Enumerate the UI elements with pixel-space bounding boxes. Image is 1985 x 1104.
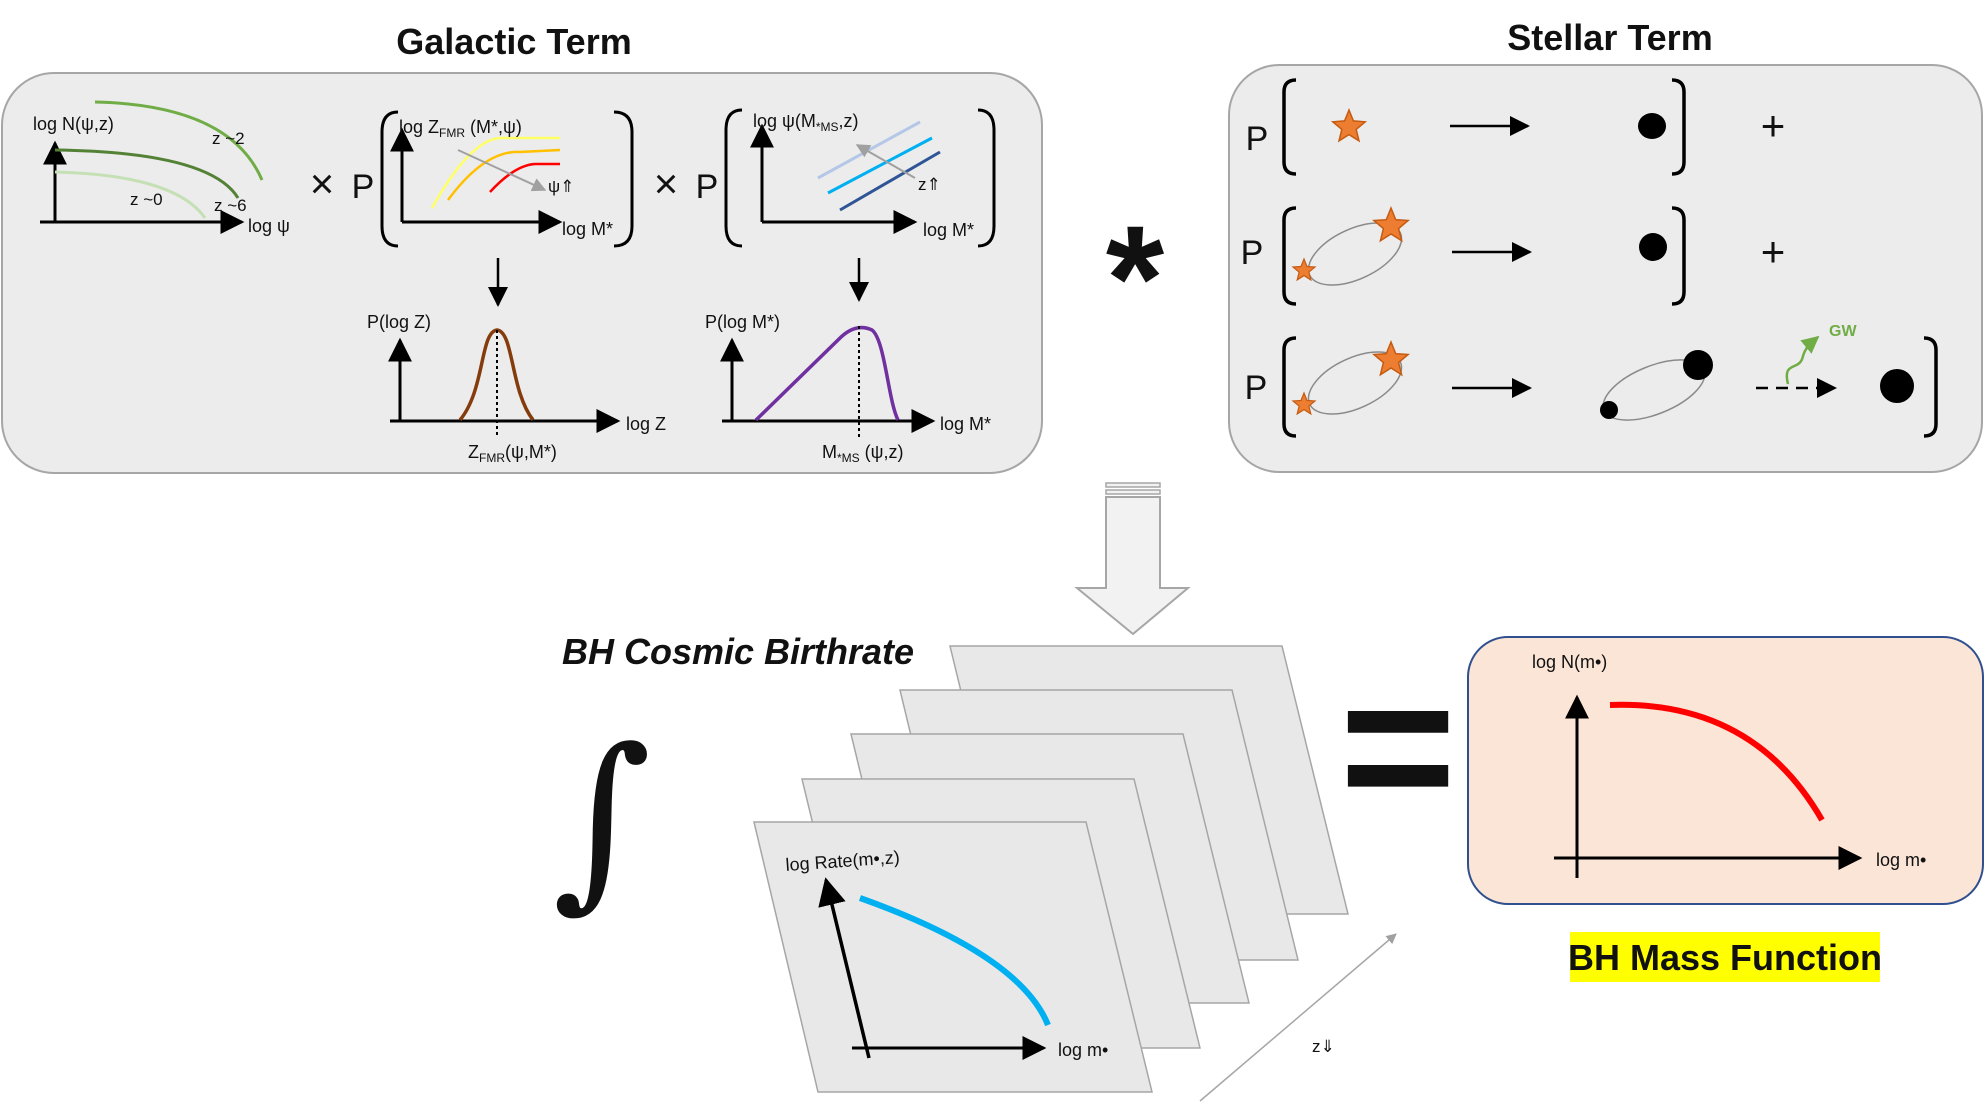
birthrate-curve: [858, 895, 1051, 1027]
times-operator-2: ×: [654, 160, 679, 207]
redshift-axis-arrow: [1199, 933, 1397, 1102]
ms-z-arrow-label: z⇑: [918, 175, 941, 194]
ms-xlabel: log M*: [923, 220, 974, 240]
bbh-primary-icon: [1683, 350, 1713, 380]
flow-down-arrow: [1074, 482, 1191, 636]
fmr-ylabel: log ZFMR (M*,ψ): [399, 117, 522, 140]
curve-z6: [54, 148, 240, 199]
stellar-row-3-p: P: [1245, 369, 1268, 407]
redshift-slice-1: [753, 821, 1153, 1093]
birthrate-title: BH Cosmic Birthrate: [562, 631, 914, 672]
mass-function-title-highlight: [1570, 932, 1880, 982]
pm-peak-label: M*MS (ψ,z): [822, 442, 904, 465]
mass-function-curve: [1609, 701, 1825, 822]
stellar-row-1-p: P: [1246, 120, 1269, 158]
pz-peak-label: ZFMR(ψ,M*): [468, 442, 557, 465]
gw-label: GW: [1829, 323, 1857, 340]
fmr-curve-1: [430, 136, 560, 209]
stellar-term-panel: [1228, 64, 1983, 473]
galactic-term-title: Galactic Term: [396, 21, 631, 62]
fmr-bracket-right: [613, 110, 634, 248]
mass-function-ylabel: log N(m•): [1532, 652, 1607, 672]
stellar-row-2-p: P: [1241, 234, 1264, 272]
fmr-curve-3: [489, 162, 560, 193]
pz-ylabel: P(log Z): [367, 312, 431, 332]
curve-z2: [94, 100, 264, 181]
pm-curve: [754, 325, 900, 422]
merged-black-hole-icon: [1639, 233, 1667, 261]
mass-function-panel: [1467, 636, 1984, 905]
stellar-term-title: Stellar Term: [1507, 17, 1712, 58]
galactic-term-panel: [1, 72, 1043, 474]
gravitational-wave-icon: [1785, 335, 1820, 385]
pz-xlabel: log Z: [626, 414, 666, 434]
stellar-row-bbh-gw: P GW: [1245, 323, 1938, 438]
gsmf-z2-label: z ~2: [212, 129, 245, 148]
fmr-psi-arrow-label: ψ⇑: [548, 177, 574, 196]
mass-function-plot: log N(m•) log m•: [1532, 652, 1926, 878]
binary-star-small-icon: [1291, 257, 1317, 282]
pm-ylabel: P(log M*): [705, 312, 780, 332]
birthrate-xlabel: log m•: [1058, 1040, 1108, 1060]
binary-star-large-icon: [1371, 205, 1411, 243]
fmr-trend-arrow: [457, 149, 547, 192]
redshift-axis-label: z⇓: [1312, 1037, 1335, 1056]
times-operator-1: ×: [310, 160, 335, 207]
ms-ylabel: log ψ(M*MS,z): [753, 111, 859, 134]
mass-function-xlabel: log m•: [1876, 850, 1926, 870]
fmr-xlabel: log M*: [562, 219, 613, 239]
bbh-progenitor-star-large-icon: [1371, 339, 1411, 377]
fmr-plot: log ZFMR (M*,ψ) ψ⇑ log M*: [380, 110, 634, 248]
metallicity-distribution-plot: P(log Z) log Z ZFMR(ψ,M*): [367, 312, 666, 465]
ms-trend-arrow: [855, 144, 916, 179]
gsmf-ylabel: log N(ψ,z): [33, 114, 114, 134]
mass-function-title: BH Mass Function: [1568, 937, 1882, 978]
gsmf-z6-label: z ~6: [214, 196, 247, 215]
convolution-operator: *: [1106, 194, 1165, 362]
ms-bracket-left: [724, 108, 743, 248]
gsmf-z0-label: z ~0: [130, 190, 163, 209]
gsmf-xlabel: log ψ: [248, 216, 290, 236]
galaxy-distribution-plot: log N(ψ,z) z ~2 z ~0 z ~6 log ψ: [33, 100, 290, 236]
probability-p-2: P: [696, 168, 719, 206]
stellar-row-binary-merger: P +: [1241, 205, 1786, 306]
equals-operator: =: [1340, 635, 1457, 858]
bbh-progenitor-star-small-icon: [1291, 391, 1317, 416]
stellar-row-single: P +: [1246, 78, 1786, 176]
black-hole-icon: [1638, 113, 1666, 139]
integral-operator: ∫: [553, 708, 652, 929]
ms-bracket-right: [977, 108, 996, 248]
fmr-curve-2: [446, 148, 561, 201]
ms-line-3: [839, 150, 941, 212]
ms-line-2: [827, 136, 933, 195]
stellar-row-2-plus: +: [1761, 228, 1786, 275]
single-star-icon: [1330, 107, 1368, 143]
bbh-secondary-icon: [1600, 401, 1618, 419]
final-black-hole-icon: [1880, 369, 1914, 403]
mass-distribution-plot: P(log M*) log M* M*MS (ψ,z): [705, 312, 991, 465]
pm-xlabel: log M*: [940, 414, 991, 434]
curve-z0: [54, 170, 207, 219]
fmr-bracket-left: [380, 110, 399, 248]
main-sequence-plot: log ψ(M*MS,z) z⇑ log M*: [724, 108, 996, 248]
stellar-row-1-plus: +: [1761, 102, 1786, 149]
probability-p-1: P: [352, 168, 375, 206]
